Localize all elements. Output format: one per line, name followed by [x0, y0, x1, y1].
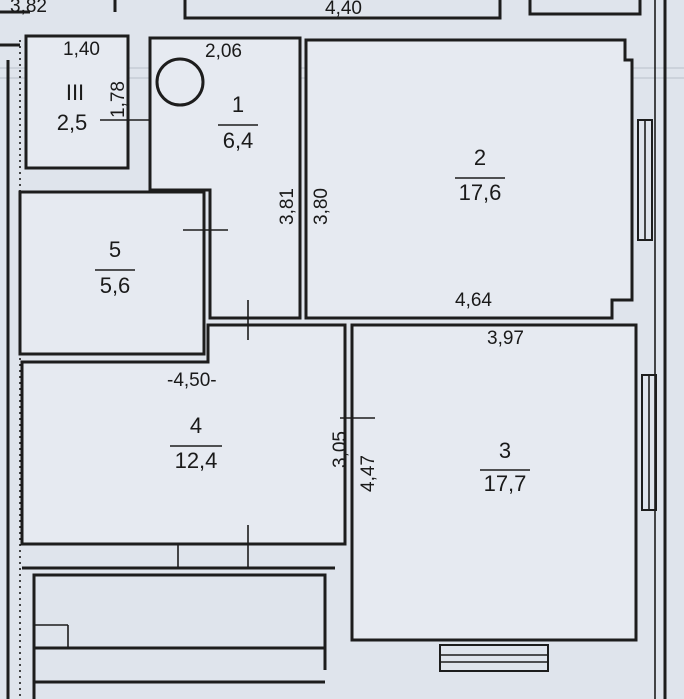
window-bottom	[439, 644, 549, 672]
dim-3-81: 3,81	[277, 188, 298, 225]
room-1-area: 6,4	[223, 128, 254, 153]
dim-4-47: 4,47	[358, 455, 379, 492]
exterior-walls	[0, 0, 667, 699]
room-3	[340, 323, 638, 672]
dim-top-left: 3,82	[10, 0, 47, 17]
dim-3-80: 3,80	[311, 188, 332, 225]
bottom-structures	[22, 566, 335, 699]
room-III-area: 2,5	[57, 110, 88, 135]
dim-top-center: 4,40	[325, 0, 362, 19]
dim-3-05: 3,05	[330, 431, 351, 468]
dim-3-97: 3,97	[487, 328, 524, 349]
toilet-icon	[155, 57, 205, 107]
dim-1-78: 1,78	[108, 81, 129, 118]
room-1-number: 1	[232, 92, 244, 117]
room-3-number: 3	[499, 438, 511, 463]
room-5-number: 5	[109, 237, 121, 262]
room-2-area: 17,6	[459, 180, 502, 205]
dim-4-50: -4,50-	[167, 370, 217, 391]
room-3-area: 17,7	[484, 471, 527, 496]
dim-1-40: 1,40	[63, 39, 100, 60]
room-4-number: 4	[190, 413, 202, 438]
dim-2-06: 2,06	[205, 41, 242, 62]
room-5-area: 5,6	[100, 273, 131, 298]
room-4	[20, 300, 347, 568]
room-4-area: 12,4	[175, 448, 218, 473]
room-III-number: III	[66, 80, 84, 105]
room-2	[304, 38, 634, 320]
room-1	[148, 36, 302, 320]
room-III	[24, 34, 170, 170]
room-2-number: 2	[474, 145, 486, 170]
room-5	[18, 190, 228, 356]
dim-4-64: 4,64	[455, 290, 492, 311]
